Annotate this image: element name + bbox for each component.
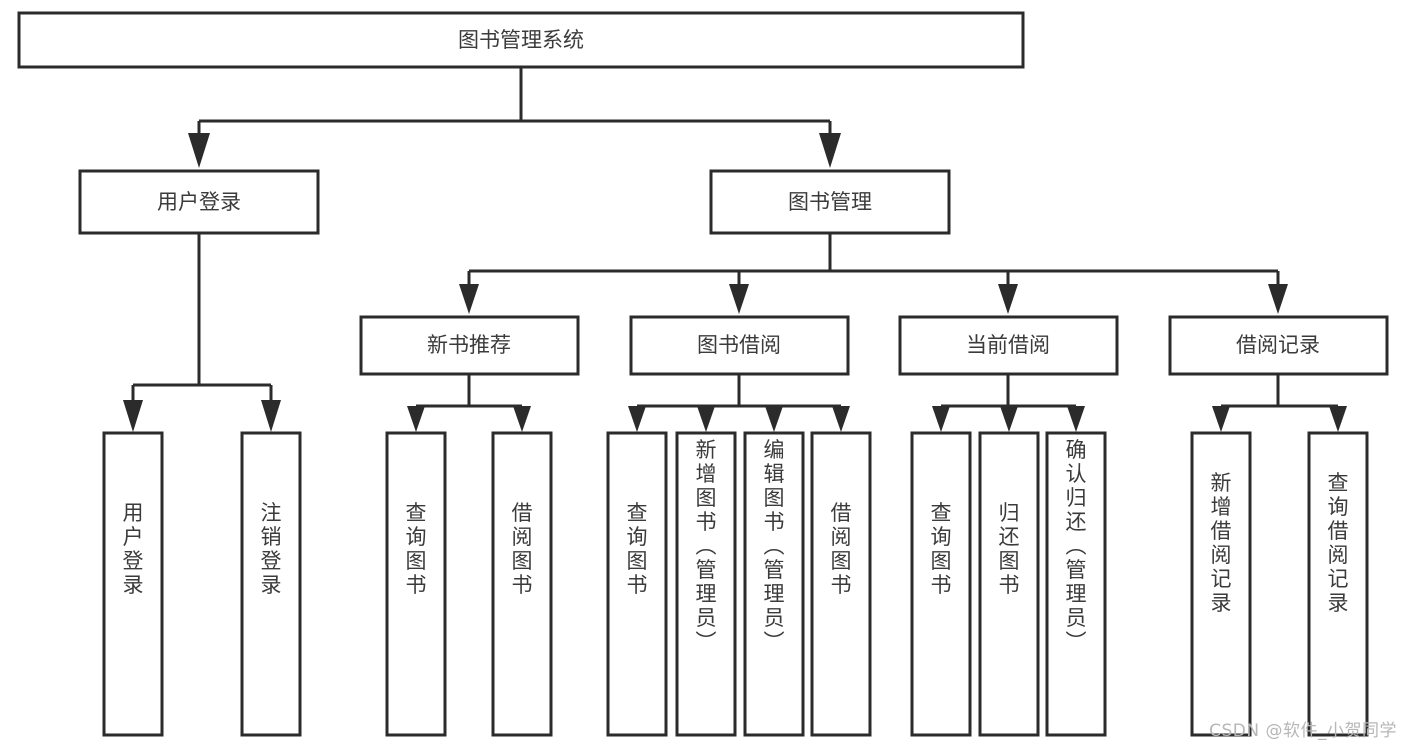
arrow-head-leaf-add-book xyxy=(697,406,715,432)
node-leaf-user-login-box[interactable] xyxy=(102,431,164,737)
node-root-label: 图书管理系统 xyxy=(458,28,584,52)
connector-group-current-borrow-to-leaves xyxy=(932,374,1085,432)
node-leaf-query-record-label: 查询借阅记录 xyxy=(1328,471,1349,615)
arrow-head-leaf-borrow-book-1 xyxy=(513,406,531,432)
node-leaf-add-record-label: 新增借阅记录 xyxy=(1211,471,1232,615)
node-leaf-query-book-1-label: 查询图书 xyxy=(406,501,427,597)
node-leaf-return-book-box[interactable] xyxy=(978,431,1040,737)
node-leaf-query-record-box[interactable] xyxy=(1307,431,1369,737)
connector-group-book-borrow-to-leaves xyxy=(628,374,850,432)
arrow-head-book-borrow xyxy=(729,284,749,314)
node-leaf-edit-book-label: 编辑图书︵管理员︶ xyxy=(764,438,785,654)
node-user-login[interactable]: 用户登录 xyxy=(78,169,320,235)
node-leaf-add-book-box[interactable] xyxy=(675,431,737,737)
csdn-watermark: CSDN @软件_小贺同学 xyxy=(1209,721,1397,741)
node-new-book-recommend-label: 新书推荐 xyxy=(427,333,511,357)
arrow-head-user-login xyxy=(188,133,210,168)
node-leaf-confirm-return[interactable]: 确认归还︵管理员︶ xyxy=(1045,431,1107,737)
node-leaf-borrow-book-1-label: 借阅图书 xyxy=(512,501,533,597)
node-leaf-confirm-return-label: 确认归还︵管理员︶ xyxy=(1066,438,1087,654)
node-user-login-label: 用户登录 xyxy=(157,190,241,214)
arrow-head-leaf-query-book-1 xyxy=(407,406,425,432)
node-leaf-query-book-1-box[interactable] xyxy=(385,431,447,737)
node-leaf-confirm-return-box[interactable] xyxy=(1045,431,1107,737)
arrow-head-book-management xyxy=(819,133,841,168)
node-book-borrow-label: 图书借阅 xyxy=(697,333,781,357)
node-leaf-add-record[interactable]: 新增借阅记录 xyxy=(1190,431,1252,737)
node-leaf-user-logout[interactable]: 注销登录 xyxy=(240,431,302,737)
node-leaf-query-book-3-label: 查询图书 xyxy=(931,501,952,597)
arrow-head-leaf-user-logout xyxy=(261,400,281,432)
arrow-head-leaf-borrow-book-2 xyxy=(832,406,850,432)
node-leaf-borrow-book-1[interactable]: 借阅图书 xyxy=(491,431,553,737)
arrow-head-borrow-record xyxy=(1268,284,1288,314)
node-new-book-recommend[interactable]: 新书推荐 xyxy=(359,315,580,376)
node-leaf-edit-book-box[interactable] xyxy=(743,431,805,737)
node-leaf-borrow-book-2-label: 借阅图书 xyxy=(831,501,852,597)
node-leaf-query-book-2-label: 查询图书 xyxy=(627,501,648,597)
node-leaf-borrow-book-2-box[interactable] xyxy=(810,431,872,737)
connector-group-root-to-level1 xyxy=(188,67,841,168)
node-leaf-borrow-book-2[interactable]: 借阅图书 xyxy=(810,431,872,737)
arrow-head-current-borrow xyxy=(998,284,1018,314)
arrow-head-leaf-query-record xyxy=(1329,406,1347,432)
node-book-management-box[interactable] xyxy=(709,169,951,235)
node-leaf-query-book-1[interactable]: 查询图书 xyxy=(385,431,447,737)
node-new-book-recommend-box[interactable] xyxy=(359,315,580,376)
node-leaf-query-book-2-box[interactable] xyxy=(606,431,668,737)
node-current-borrow-label: 当前借阅 xyxy=(966,333,1050,357)
node-borrow-record-box[interactable] xyxy=(1168,315,1389,376)
node-leaf-return-book[interactable]: 归还图书 xyxy=(978,431,1040,737)
node-book-management-label: 图书管理 xyxy=(788,190,872,214)
node-borrow-record[interactable]: 借阅记录 xyxy=(1168,315,1389,376)
arrow-head-leaf-edit-book xyxy=(765,406,783,432)
node-root[interactable]: 图书管理系统 xyxy=(17,11,1025,69)
node-book-management[interactable]: 图书管理 xyxy=(709,169,951,235)
node-leaf-return-book-label: 归还图书 xyxy=(999,501,1020,597)
node-leaf-edit-book[interactable]: 编辑图书︵管理员︶ xyxy=(743,431,805,737)
node-leaf-add-book-label: 新增图书︵管理员︶ xyxy=(696,438,717,654)
arrow-head-leaf-add-record xyxy=(1212,406,1230,432)
connector-group-new-book-recommend-to-leaves xyxy=(407,374,531,432)
node-leaf-query-book-2[interactable]: 查询图书 xyxy=(606,431,668,737)
arrow-head-leaf-query-book-2 xyxy=(628,406,646,432)
node-leaf-query-book-3-box[interactable] xyxy=(910,431,972,737)
arrow-head-leaf-query-book-3 xyxy=(932,406,950,432)
node-current-borrow[interactable]: 当前借阅 xyxy=(898,315,1119,376)
node-leaf-borrow-book-1-box[interactable] xyxy=(491,431,553,737)
node-leaf-user-login[interactable]: 用户登录 xyxy=(102,431,164,737)
node-book-borrow[interactable]: 图书借阅 xyxy=(629,315,850,376)
connector-group-borrow-record-to-leaves xyxy=(1212,374,1347,432)
arrow-head-new-book-recommend xyxy=(459,284,479,314)
node-leaf-add-book[interactable]: 新增图书︵管理员︶ xyxy=(675,431,737,737)
node-leaf-user-logout-label: 注销登录 xyxy=(261,501,282,597)
node-book-borrow-box[interactable] xyxy=(629,315,850,376)
node-leaf-add-record-box[interactable] xyxy=(1190,431,1252,737)
node-leaf-query-book-3[interactable]: 查询图书 xyxy=(910,431,972,737)
arrow-head-leaf-confirm-return xyxy=(1067,406,1085,432)
arrow-head-leaf-return-book xyxy=(1000,406,1018,432)
connector-group-user-login-to-leaves xyxy=(123,233,281,432)
node-leaf-user-logout-box[interactable] xyxy=(240,431,302,737)
arrow-head-leaf-user-login xyxy=(123,400,143,432)
node-leaf-user-login-label: 用户登录 xyxy=(123,501,144,597)
node-borrow-record-label: 借阅记录 xyxy=(1236,333,1320,357)
node-user-login-box[interactable] xyxy=(78,169,320,235)
node-leaf-query-record[interactable]: 查询借阅记录 xyxy=(1307,431,1369,737)
node-current-borrow-box[interactable] xyxy=(898,315,1119,376)
connector-group-book-management-to-level2 xyxy=(459,233,1288,314)
node-root-box[interactable] xyxy=(17,11,1025,69)
